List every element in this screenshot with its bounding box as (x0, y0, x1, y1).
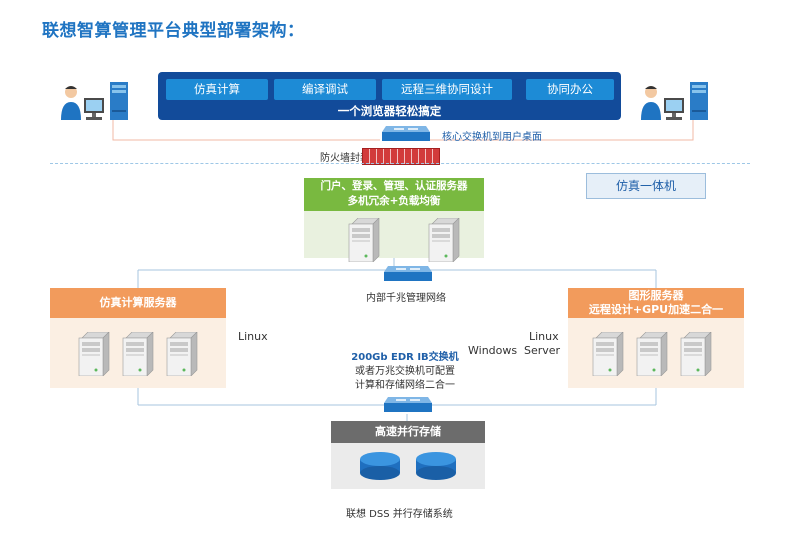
portal-subtitle: 一个浏览器轻松搞定 (337, 104, 442, 118)
ib-line3: 计算和存储网络二合一 (355, 380, 455, 391)
graphics-os-windows: Windows (468, 344, 518, 357)
integrated-appliance-label: 仿真一体机 (586, 173, 706, 199)
compute-server-title: 仿真计算服务器 (50, 288, 226, 318)
parallel-storage-group: 高速并行存储 (331, 421, 485, 489)
server-icon (166, 331, 198, 380)
network-switch-icon (382, 126, 430, 141)
network-switch-icon (384, 266, 432, 281)
disk-icon (360, 452, 400, 480)
graphics-server-header: 图形服务器 远程设计+GPU加速二合一 (568, 288, 744, 318)
server-icon (78, 331, 110, 380)
server-icon (636, 331, 668, 380)
graphics-os-linux: Linux (529, 330, 559, 343)
portal-server-line1: 门户、登录、管理、认证服务器 (320, 180, 468, 192)
server-icon (592, 331, 624, 380)
app-collaborative-office[interactable]: 协同办公 (526, 79, 614, 100)
storage-footer-label: 联想 DSS 并行存储系统 (346, 509, 453, 520)
compute-os-label: Linux (238, 330, 268, 343)
server-icon (428, 217, 460, 266)
graphics-server-line1: 图形服务器 (628, 289, 684, 302)
user-workstation-right (640, 80, 720, 125)
server-icon (122, 331, 154, 380)
graphics-os-server: Server (524, 344, 561, 357)
disk-icon (416, 452, 456, 480)
ib-line2: 或者万兆交换机可配置 (355, 366, 455, 377)
graphics-server-group: 图形服务器 远程设计+GPU加速二合一 (568, 288, 744, 388)
app-remote-3d-design[interactable]: 远程三维协同设计 (382, 79, 512, 100)
app-compile-debug[interactable]: 编译调试 (274, 79, 376, 100)
user-icon (641, 82, 708, 120)
compute-server-group: 仿真计算服务器 (50, 288, 226, 388)
user-icon (61, 82, 128, 120)
portal-app-bar: 仿真计算 编译调试 远程三维协同设计 协同办公 一个浏览器轻松搞定 (158, 72, 621, 120)
user-workstation-left (60, 80, 140, 125)
internal-network-label: 内部千兆管理网络 (366, 293, 446, 304)
server-icon (680, 331, 712, 380)
ib-network-description: 200Gb EDR IB交换机 或者万兆交换机可配置 计算和存储网络二合一 (340, 351, 470, 393)
storage-title: 高速并行存储 (331, 421, 485, 443)
firewall-icon (362, 148, 440, 165)
server-icon (348, 217, 380, 266)
core-switch-label: 核心交换机到用户桌面 (442, 132, 542, 143)
portal-server-header: 门户、登录、管理、认证服务器 多机冗余+负载均衡 (304, 178, 484, 211)
portal-server-line2: 多机冗余+负载均衡 (347, 195, 441, 207)
graphics-server-line2: 远程设计+GPU加速二合一 (588, 303, 724, 316)
app-simulation-compute[interactable]: 仿真计算 (166, 79, 268, 100)
portal-server-group: 门户、登录、管理、认证服务器 多机冗余+负载均衡 (304, 178, 484, 263)
network-switch-icon (384, 397, 432, 412)
zone-divider (50, 163, 750, 164)
page-title: 联想智算管理平台典型部署架构： (42, 21, 305, 41)
ib-line1: 200Gb EDR IB交换机 (351, 352, 459, 363)
firewall-label: 防火墙封装 (320, 153, 370, 164)
